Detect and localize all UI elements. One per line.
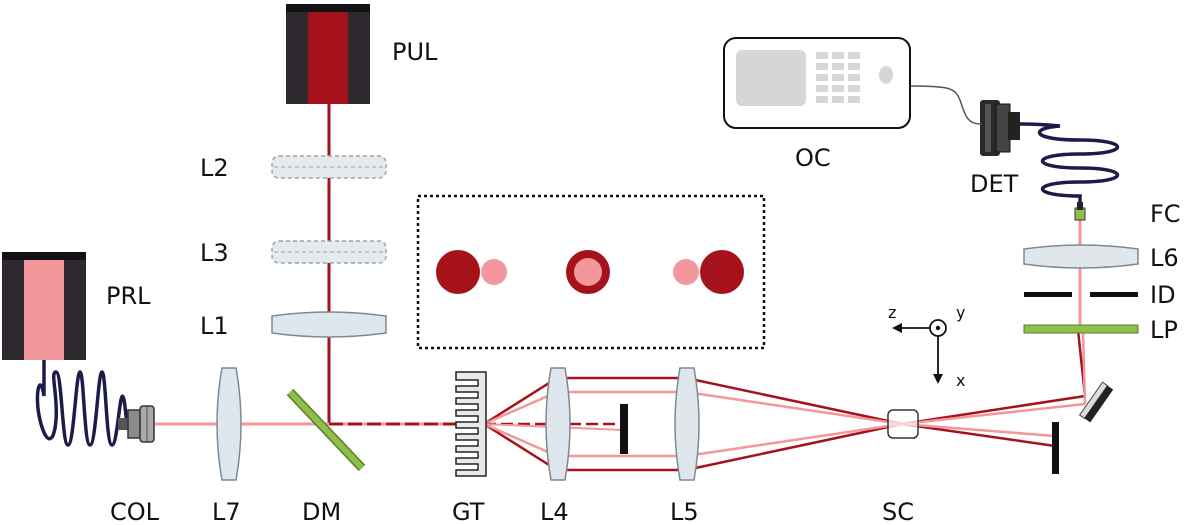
- label-l4: L4: [540, 498, 569, 525]
- coordinate-axes: [892, 319, 947, 384]
- beam-gt-l4-top-pump: [483, 376, 558, 426]
- beam-gt-l4-bot-pump: [483, 422, 558, 472]
- lens-l5: [674, 367, 700, 481]
- beam-paths: [155, 104, 1087, 472]
- grating: [455, 371, 487, 477]
- detector: [980, 100, 1020, 156]
- axis-label-y: y: [956, 303, 965, 322]
- pump-spot-left: [436, 250, 480, 294]
- label-l6: L6: [1150, 244, 1179, 272]
- probe-spot-left: [481, 259, 507, 285]
- label-gt: GT: [452, 498, 485, 525]
- label-sc: SC: [882, 498, 914, 525]
- label-l7: L7: [212, 498, 241, 525]
- lens-l1: [271, 311, 387, 338]
- beam-sc-dump-pump: [901, 422, 1056, 448]
- pump-spot-right: [700, 250, 744, 294]
- beam-gt-l4-top-probe: [483, 390, 558, 426]
- beam-mirror-lp-probe: [1081, 329, 1087, 405]
- sample-cell: [887, 409, 919, 439]
- lens-l4: [545, 367, 571, 481]
- iris-diaphragm: [1024, 292, 1138, 297]
- label-id: ID: [1150, 281, 1176, 309]
- oscilloscope: [723, 37, 983, 129]
- label-oc: OC: [795, 144, 831, 172]
- label-prl: PRL: [106, 282, 151, 310]
- probe-spot-right: [673, 259, 699, 285]
- beam-l5-sc-top-probe: [685, 390, 903, 426]
- lens-l6: [1023, 244, 1139, 269]
- fiber-coupler: [1074, 202, 1086, 221]
- axis-label-z: z: [888, 303, 896, 322]
- beam-block: [620, 404, 628, 454]
- beam-overlap-inset: [416, 194, 766, 350]
- beam-l5-sc-bot-pump: [685, 422, 903, 472]
- beam-sc-mirror-pump: [901, 394, 1086, 426]
- probe-fiber-coil: [35, 360, 130, 447]
- label-l1: L1: [200, 312, 229, 340]
- lens-l3: [271, 240, 387, 264]
- detection-fiber-coil: [1019, 122, 1119, 202]
- pump-laser: [286, 4, 370, 104]
- label-l5: L5: [670, 498, 699, 525]
- label-l3: L3: [200, 239, 229, 267]
- lens-l2: [271, 155, 387, 179]
- oscilloscope-cable: [909, 85, 983, 125]
- label-lp: LP: [1150, 316, 1178, 344]
- label-pul: PUL: [392, 38, 438, 66]
- label-det: DET: [970, 170, 1019, 198]
- label-l2: L2: [200, 154, 229, 182]
- collimator: [118, 405, 155, 443]
- label-dm: DM: [302, 498, 341, 525]
- label-col: COL: [110, 498, 160, 525]
- beam-sc-dump-probe: [901, 422, 1056, 438]
- probe-laser: [2, 252, 86, 360]
- beam-dump: [1052, 422, 1059, 474]
- probe-spot-center: [574, 258, 602, 286]
- beam-l5-sc-top-pump: [685, 376, 903, 426]
- dichroic-mirror: [286, 388, 366, 472]
- beam-l5-sc-bot-probe: [685, 422, 903, 458]
- folding-mirror: [1078, 381, 1114, 423]
- longpass-filter: [1023, 324, 1139, 334]
- beam-sc-mirror-probe: [901, 402, 1086, 426]
- label-fc: FC: [1150, 200, 1181, 228]
- lens-l7: [216, 367, 242, 481]
- beam-gt-l4-bot-probe: [483, 422, 558, 458]
- axis-label-x: x: [956, 371, 965, 390]
